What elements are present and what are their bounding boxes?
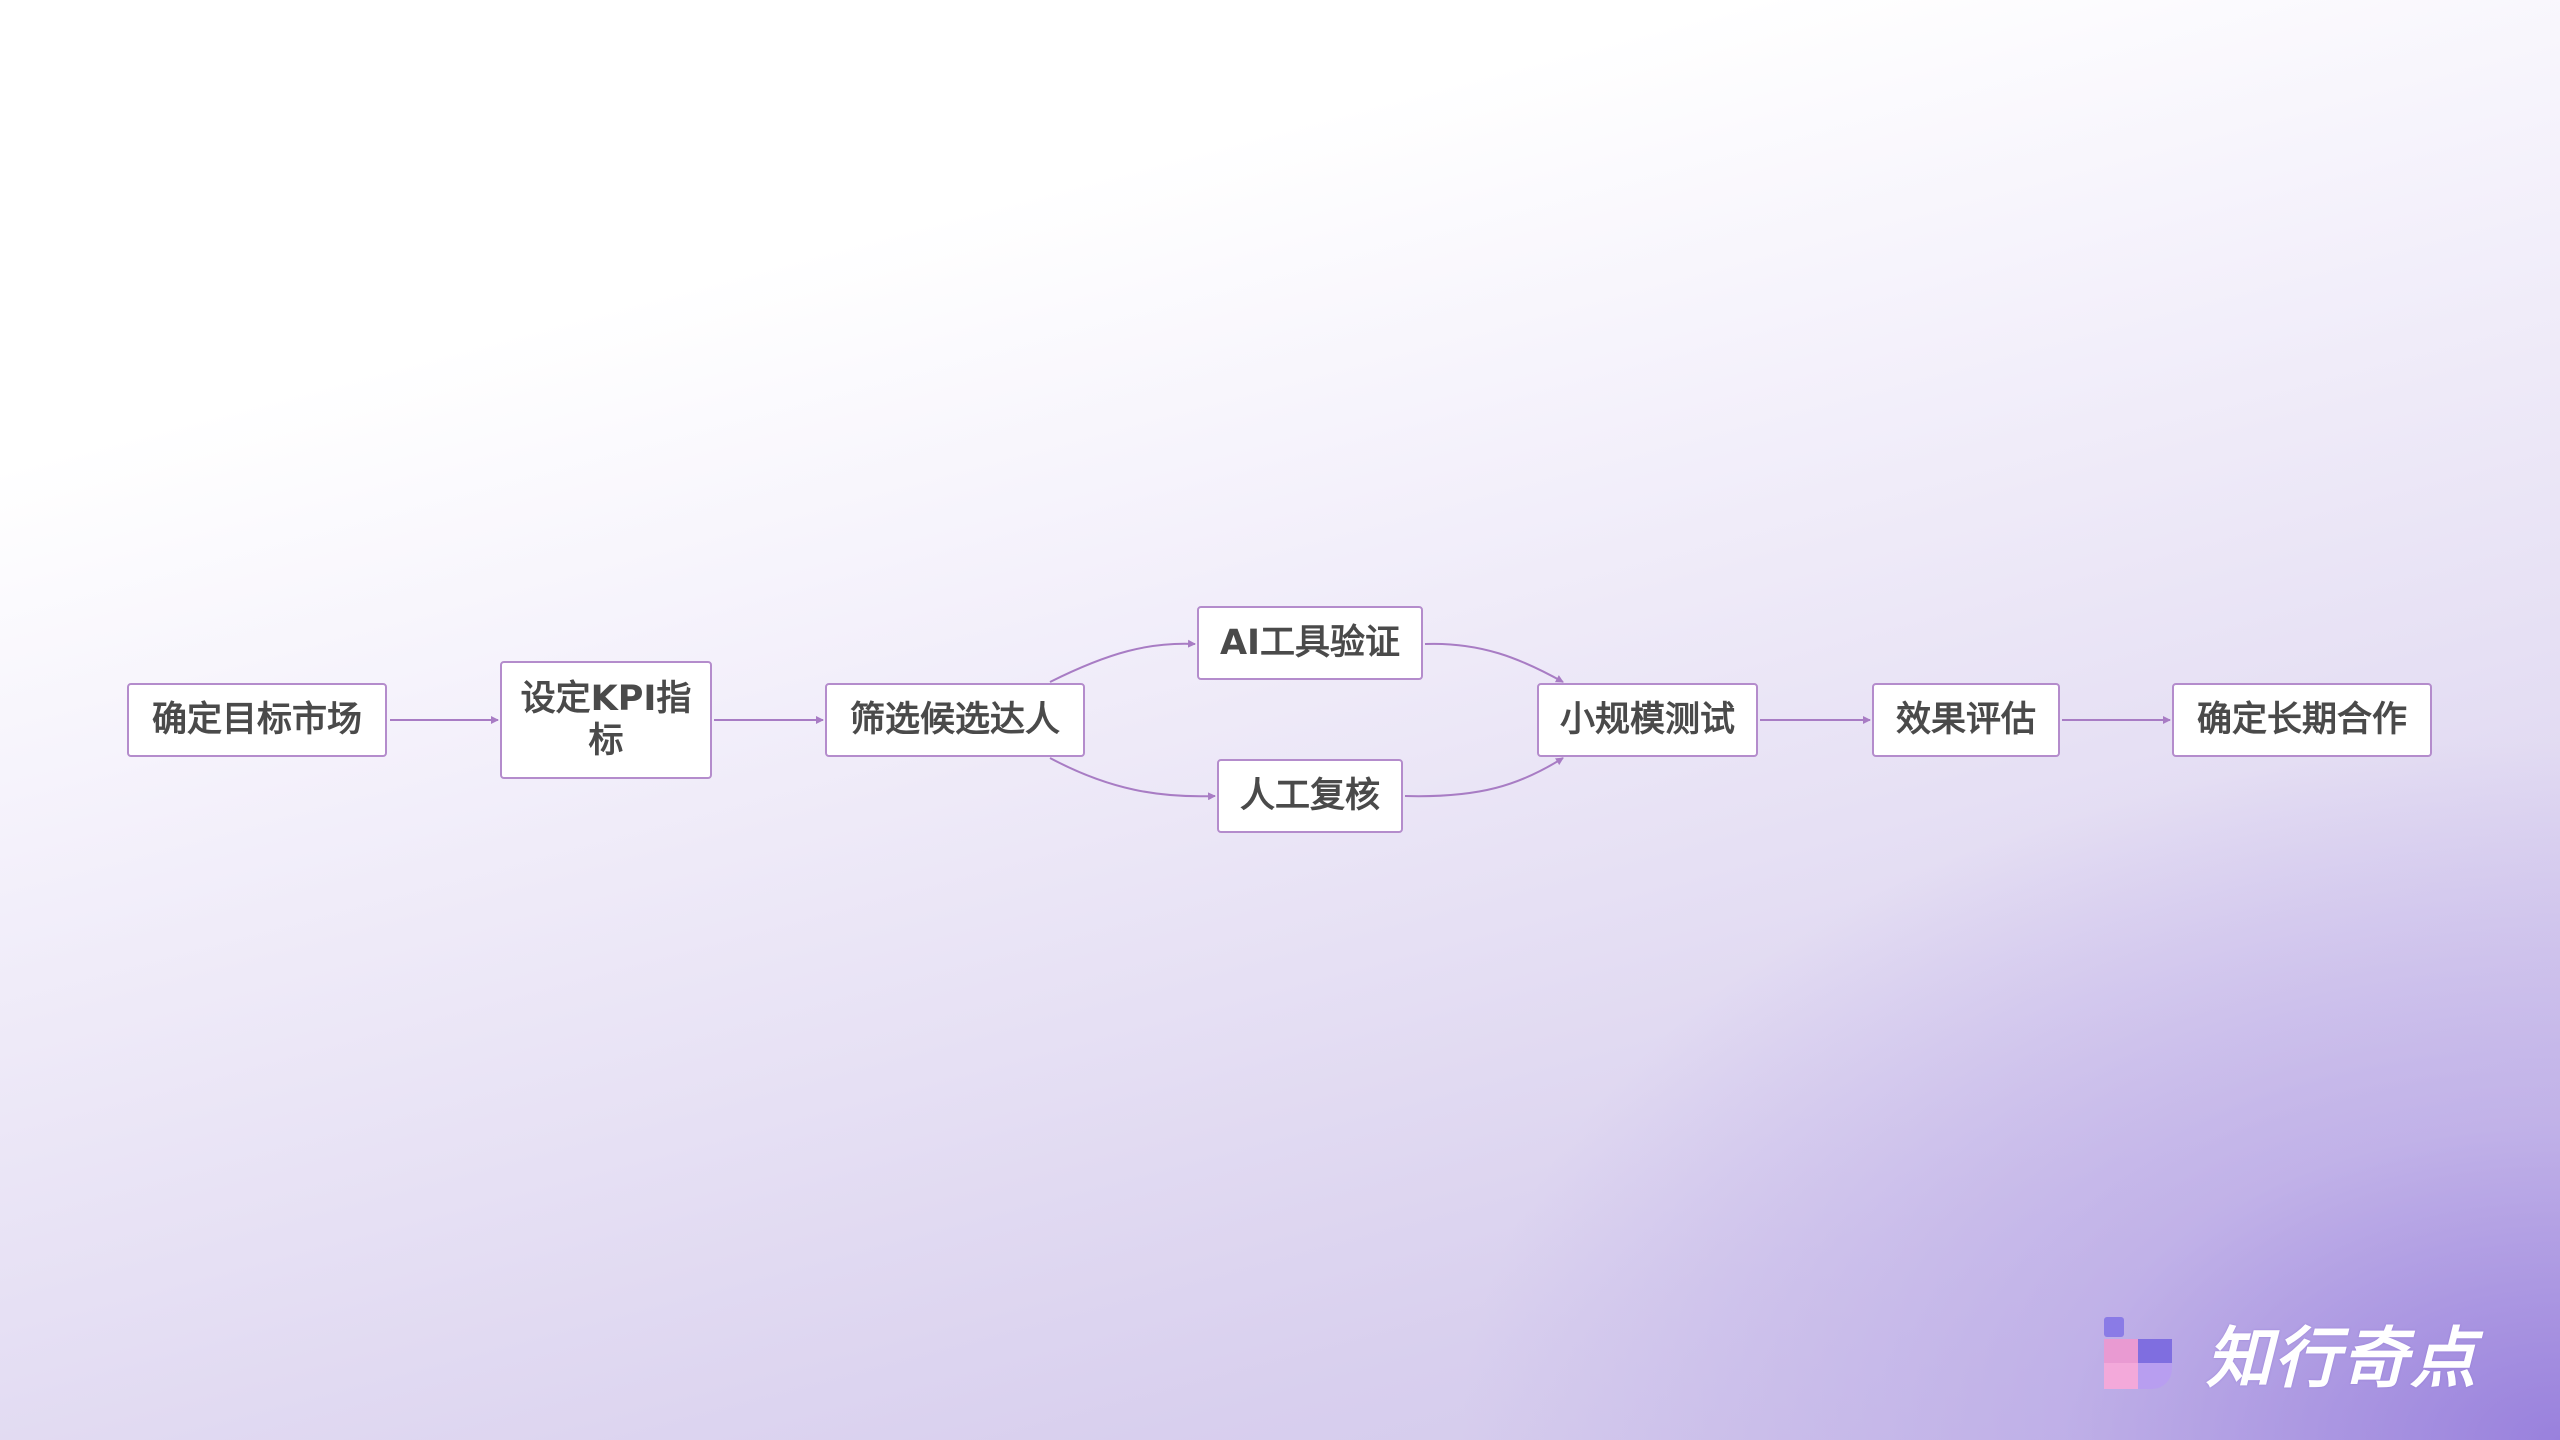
edge-n3-n5: [1049, 757, 1216, 801]
node-n1[interactable]: 确定目标市场: [127, 683, 387, 757]
logo-blocks-icon: [2100, 1315, 2176, 1391]
node-label: AI工具验证: [1219, 623, 1401, 663]
node-label: 确定目标市场: [151, 700, 362, 740]
node-n7[interactable]: 效果评估: [1872, 683, 2060, 757]
node-label: 设定KPI指标: [520, 679, 692, 761]
node-label: 确定长期合作: [2196, 700, 2407, 740]
brand-logo: 知行奇点: [2100, 1308, 2500, 1398]
node-n6[interactable]: 小规模测试: [1537, 683, 1758, 757]
node-n8[interactable]: 确定长期合作: [2172, 683, 2432, 757]
edge-n3-n4: [1049, 639, 1196, 683]
node-n4[interactable]: AI工具验证: [1197, 606, 1423, 680]
edge-n5-n6: [1404, 757, 1564, 798]
node-n2[interactable]: 设定KPI指标: [500, 661, 712, 779]
node-label: 筛选候选达人: [849, 700, 1060, 740]
node-label: 小规模测试: [1559, 700, 1735, 740]
node-n3[interactable]: 筛选候选达人: [825, 683, 1085, 757]
node-label: 人工复核: [1239, 776, 1380, 816]
edge-n4-n6: [1424, 642, 1564, 683]
node-n5[interactable]: 人工复核: [1217, 759, 1403, 833]
node-label: 效果评估: [1895, 700, 2036, 740]
logo-text: 知行奇点: [2206, 1320, 2478, 1397]
